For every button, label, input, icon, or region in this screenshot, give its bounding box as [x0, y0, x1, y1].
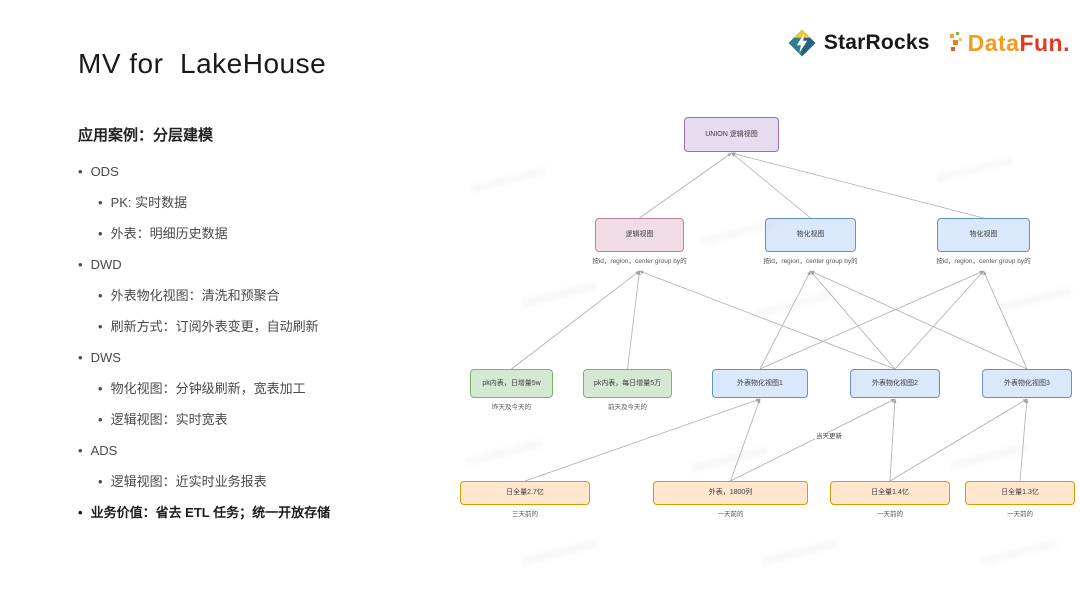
- diagram-node-emv1: 外表物化视图1: [712, 369, 808, 398]
- datafun-mosaic-icon: [949, 32, 964, 54]
- diagram-edge-pk1-lv1: [511, 270, 640, 370]
- bullet-text: PK: 实时数据: [110, 195, 188, 210]
- diagram-edge-emv3-mv1: [810, 270, 1028, 370]
- bullet-item: • 外表物化视图：清洗和预聚合: [98, 289, 448, 303]
- diagram-node-pk2: pk内表，每日增量5万: [583, 369, 672, 398]
- bullet-text: DWD: [90, 257, 122, 272]
- datafun-logo-text: DataFun.: [967, 29, 1070, 56]
- starrocks-icon: [787, 28, 817, 58]
- bullet-dot-icon: •: [98, 319, 103, 334]
- diagram-node-caption-lv1: 按id，region，center group by的: [592, 258, 687, 265]
- logo-row: StarRocks DataFun.: [787, 28, 1070, 58]
- bullet-item: • PK: 实时数据: [98, 196, 448, 210]
- bullet-text: 刷新方式：订阅外表变更，自动刷新: [110, 319, 319, 334]
- diagram-edge-mv2-union: [731, 152, 984, 219]
- diagram-edge-emv2-mv1: [810, 270, 896, 370]
- bullet-item: • 物化视图：分钟级刷新，宽表加工: [98, 382, 448, 396]
- diagram-edge-mv1-union: [731, 152, 811, 219]
- bullet-dot-icon: •: [78, 257, 83, 272]
- diagram-node-pk1: pk内表，日增量5w: [470, 369, 553, 398]
- bullet-item: • 刷新方式：订阅外表变更，自动刷新: [98, 320, 448, 334]
- diagram-node-union: UNION 逻辑视图: [684, 117, 779, 152]
- bullet-dot-icon: •: [98, 226, 103, 241]
- diagram-node-od1: 日全量2.7亿: [460, 481, 590, 505]
- diagram-edge-od3-emv2: [889, 398, 897, 482]
- bullet-item: • 外表：明细历史数据: [98, 227, 448, 241]
- diagram-edge-od2-emv2: [730, 398, 896, 482]
- bullet-dot-icon: •: [98, 195, 103, 210]
- diagram-node-mv2: 物化视图: [937, 218, 1030, 252]
- diagram-edge-lv1-union: [639, 152, 732, 219]
- diagram-node-caption-pk1: 昨天及今天的: [492, 404, 531, 411]
- bullet-text: 物化视图：分钟级刷新，宽表加工: [110, 381, 306, 396]
- bullet-list: • ODS • PK: 实时数据 • 外表：明细历史数据 • DWD • 外表物化视图：清洗和预聚…: [78, 165, 448, 537]
- diagram-node-lv1: 逻辑视图: [595, 218, 684, 252]
- page-title: MV for LakeHouse: [78, 48, 327, 79]
- diagram-node-caption-od3: 一天前的: [877, 511, 903, 518]
- bullet-text: 逻辑视图：实时宽表: [110, 412, 228, 427]
- diagram-edge-od3-emv3: [889, 398, 1028, 482]
- bullet-item: • 逻辑视图：实时宽表: [98, 413, 448, 427]
- bullet-item: • 逻辑视图：近实时业务报表: [98, 475, 448, 489]
- bullet-text: 外表物化视图：清洗和预聚合: [110, 288, 280, 303]
- diagram-edge-pk2-lv1: [627, 270, 641, 370]
- bullet-item: • ADS: [78, 444, 448, 458]
- section-heading: 应用案例：分层建模: [78, 127, 214, 144]
- bullet-dot-icon: •: [98, 474, 103, 489]
- diagram-node-od4: 日全量1.3亿: [965, 481, 1075, 505]
- diagram-edge-od4-emv3: [1019, 398, 1029, 482]
- diagram-edge-emv2-mv2: [894, 270, 984, 370]
- diagram-node-emv2: 外表物化视图2: [850, 369, 940, 398]
- starrocks-logo: StarRocks: [787, 28, 930, 58]
- diagram-node-caption-pk2: 前天及今天的: [608, 404, 647, 411]
- diagram-node-emv3: 外表物化视图3: [982, 369, 1072, 398]
- bullet-dot-icon: •: [78, 505, 83, 520]
- bullet-text: 外表：明细历史数据: [110, 226, 228, 241]
- bullet-text: ADS: [90, 443, 118, 458]
- bullet-text: ODS: [90, 164, 119, 179]
- bullet-text: DWS: [90, 350, 121, 365]
- bullet-dot-icon: •: [98, 381, 103, 396]
- diagram-node-caption-mv2: 按id，region，center group by的: [936, 258, 1031, 265]
- bullet-dot-icon: •: [78, 164, 83, 179]
- diagram-edge-emv3-mv2: [983, 270, 1028, 370]
- bullet-dot-icon: •: [98, 288, 103, 303]
- diagram-node-mv1: 物化视图: [765, 218, 856, 252]
- diagram-node-od2: 外表，1800列: [653, 481, 808, 505]
- diagram-node-caption-od2: 一天前的: [717, 511, 744, 518]
- bullet-text: 业务价值：省去 ETL 任务；统一开放存储: [90, 505, 331, 520]
- diagram-edge-label: 当天更新: [815, 433, 843, 440]
- bullet-item: • DWS: [78, 351, 448, 365]
- diagram-edge-od2-emv1: [730, 398, 761, 482]
- bullet-item: • DWD: [78, 258, 448, 272]
- bullet-dot-icon: •: [78, 350, 83, 365]
- bullet-dot-icon: •: [78, 443, 83, 458]
- diagram-node-caption-od4: 一天前的: [1007, 511, 1033, 518]
- diagram-edge-od1-emv1: [524, 398, 761, 482]
- diagram-node-caption-mv1: 按id，region，center group by的: [763, 258, 858, 265]
- bullet-dot-icon: •: [98, 412, 103, 427]
- diagram-edge-emv1-mv2: [759, 270, 984, 370]
- diagram-edge-emv1-mv1: [759, 270, 811, 370]
- diagram-edge-emv2-lv1: [639, 270, 896, 370]
- diagram-node-od3: 日全量1.4亿: [830, 481, 950, 505]
- bullet-item: • 业务价值：省去 ETL 任务；统一开放存储: [78, 506, 448, 520]
- bullet-item: • ODS: [78, 165, 448, 179]
- datafun-logo: DataFun.: [949, 29, 1070, 57]
- diagram-node-caption-od1: 三天前的: [512, 511, 538, 518]
- bullet-text: 逻辑视图：近实时业务报表: [110, 474, 267, 489]
- starrocks-logo-text: StarRocks: [823, 31, 930, 54]
